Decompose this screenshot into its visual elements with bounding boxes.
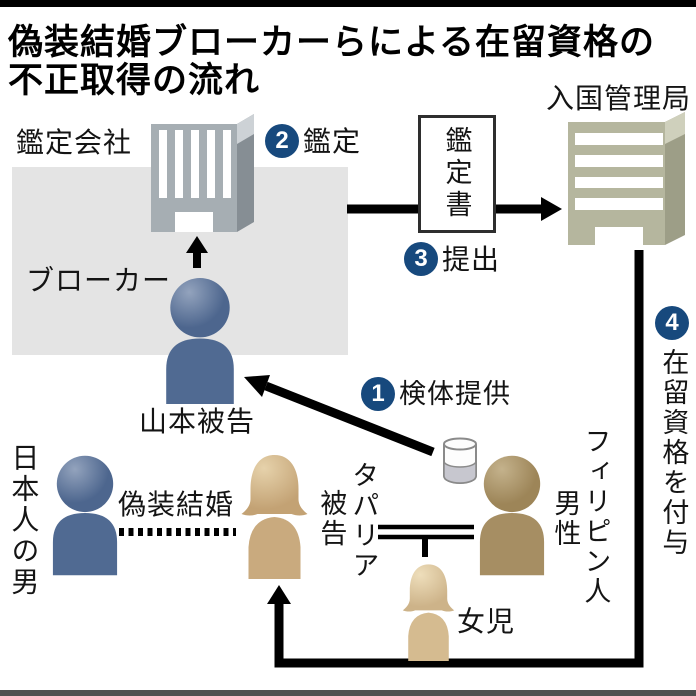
- broker-person-icon: [166, 278, 234, 404]
- step2-badge: 2: [265, 124, 299, 158]
- specimen-cup-icon: [443, 437, 477, 484]
- step4-label: 在留資格を付与: [658, 348, 689, 558]
- fake-marriage-label: 偽装結婚: [118, 489, 235, 520]
- step3-label: 提出: [442, 244, 501, 275]
- step4-badge: 4: [655, 306, 689, 340]
- girl-person-icon: [402, 564, 455, 661]
- step1-label: 検体提供: [399, 379, 511, 409]
- filipino-man-person-icon: [479, 455, 545, 576]
- bottom-frame-bar: [0, 690, 696, 696]
- yamamoto-label: 山本被告: [139, 406, 256, 437]
- step2-label: 鑑定: [303, 126, 362, 157]
- step1-badge: 1: [361, 377, 395, 411]
- tapaliya-label-line2: 被告: [316, 489, 347, 549]
- certificate-label: 鑑定書: [441, 126, 472, 222]
- broker-label: ブローカー: [26, 265, 172, 296]
- immigration-bureau-building-icon: [568, 112, 685, 246]
- arrow-certificate-to-immigration: [491, 197, 562, 221]
- marriage-relation-lines: [378, 524, 474, 557]
- girl-label: 女児: [457, 606, 516, 637]
- immigration-bureau-label: 入国管理局: [546, 83, 692, 114]
- filipino-man-label-line1: フィリピン人: [580, 427, 611, 607]
- certificate-document-box: 鑑定書: [418, 115, 496, 233]
- appraisal-company-label: 鑑定会社: [16, 127, 133, 158]
- tapaliya-person-icon: [241, 455, 308, 579]
- step3-badge: 3: [404, 242, 438, 276]
- diagram-title-line2: 不正取得の流れ: [8, 61, 261, 100]
- japanese-man-person-icon: [52, 455, 118, 576]
- appraisal-company-building-icon: [151, 114, 254, 232]
- tapaliya-label-line1: タパリア: [348, 461, 379, 581]
- filipino-man-label-line2: 男性: [550, 489, 581, 549]
- diagram-title-line1: 偽装結婚ブローカーらによる在留資格の: [8, 23, 655, 62]
- top-frame-bar: [0, 0, 696, 7]
- japanese-man-label: 日本人の男: [8, 443, 40, 598]
